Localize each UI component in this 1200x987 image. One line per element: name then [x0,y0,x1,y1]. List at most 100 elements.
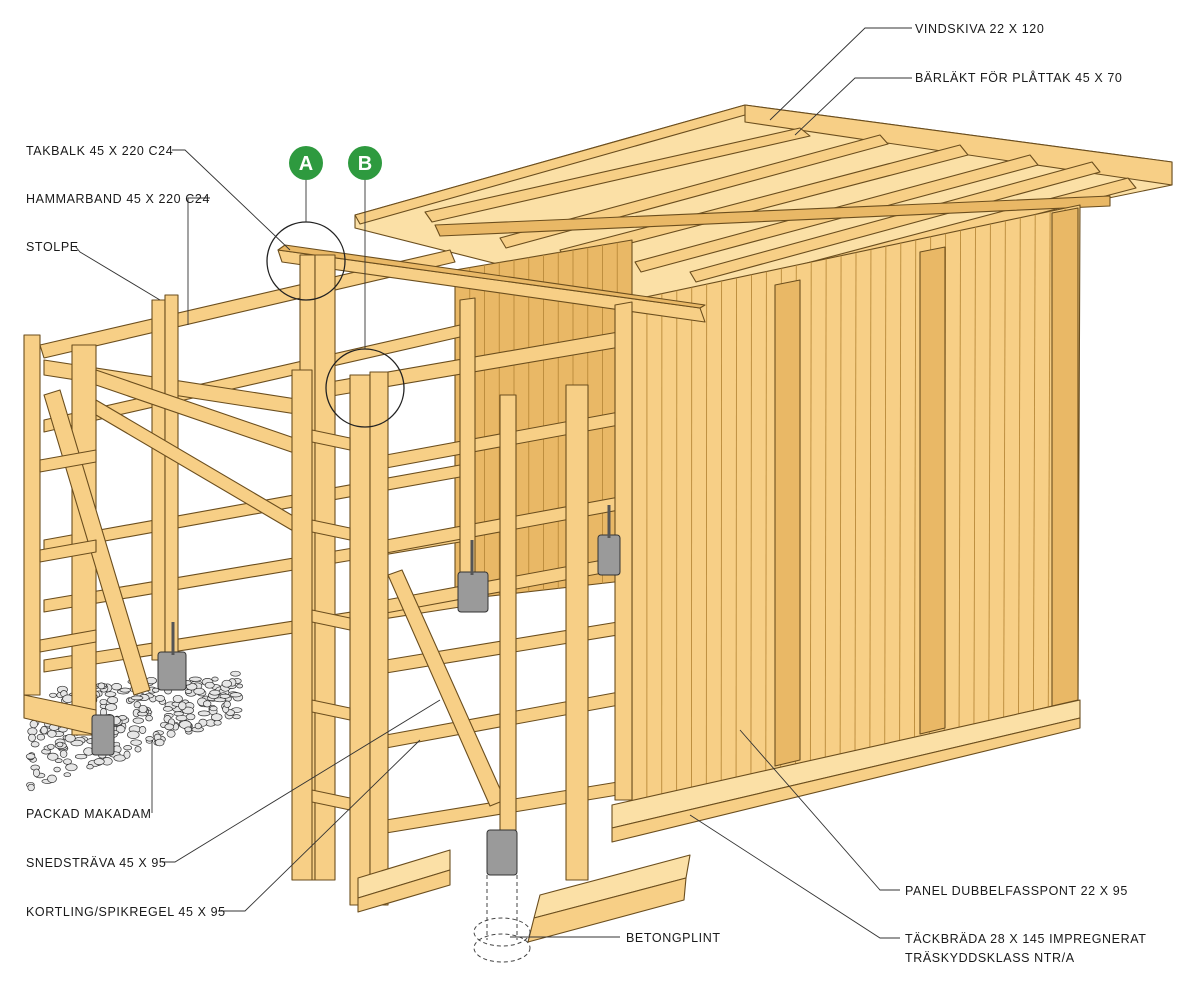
label-tackbrada-1: TÄCKBRÄDA 28 X 145 IMPREGNERAT [905,932,1146,946]
makadam-stone [134,746,142,753]
panel-board-seam [988,223,991,722]
cover-board [919,246,946,735]
panel-board-seam [854,252,857,753]
makadam-stone [221,679,232,688]
makadam-stone [184,726,192,733]
makadam-stone [56,741,64,748]
stolpe [499,394,517,831]
makadam-stone [107,696,119,704]
makadam-stone [213,720,222,726]
makadam-stone [30,741,40,748]
badge-a-text: A [299,153,313,175]
betongplint [91,714,115,756]
panel-board-seam [1003,220,1006,718]
makadam-stone [47,774,57,783]
makadam-stone [123,745,133,751]
cover-board [1051,207,1079,707]
makadam-stone [151,687,160,693]
makadam-stone [97,682,106,690]
stolpe [349,374,371,906]
makadam-stone [115,725,126,734]
rung [39,449,97,473]
label-tackbrada-2: TRÄSKYDDSKLASS NTR/A [905,951,1075,965]
panel-board-seam [809,261,812,764]
panel-board-seam [914,239,917,739]
label-barlakt: BÄRLÄKT FÖR PLÅTTAK 45 X 70 [915,70,1122,85]
barlakt-5 [689,161,1101,283]
makadam-stone [105,703,118,711]
makadam-stone [164,723,175,731]
betongplintar [91,505,621,963]
panel-board-seam [839,255,842,757]
barlakt-1 [424,127,811,223]
badge-b-text: B [358,153,372,175]
makadam-stone [74,753,88,760]
makadam-stone [54,758,63,763]
makadam-stone [209,705,218,712]
makadam-stone [27,783,35,792]
makadam-stone [119,687,131,693]
makadam-stone [36,733,46,741]
panel-board-seam [884,246,887,746]
makadam-stone [162,706,173,712]
right-wall [611,204,1081,843]
stolpe [151,299,166,661]
makadam-stone [166,729,176,738]
makadam-stone [138,704,148,714]
makadam-stone [123,750,131,759]
takbalk-top [277,244,706,309]
makadam-stone [104,691,117,698]
sill [357,869,451,913]
makadam-stone [223,700,231,708]
makadam-stone [133,701,141,709]
makadam-stone [194,722,202,730]
makadam-stone [132,717,144,724]
makadam-stone [47,743,55,750]
label-packad-makadam: PACKAD MAKADAM [26,807,152,821]
rung [311,699,351,721]
tackbrada-lower [611,717,1081,843]
rung [311,429,351,451]
label-panel: PANEL DUBBELFASSPONT 22 X 95 [905,884,1128,898]
badge-a [289,146,323,180]
label-kortling: KORTLING/SPIKREGEL 45 X 95 [26,905,226,919]
makadam-stone [236,683,244,689]
panel-board-seam [1032,214,1036,711]
makadam-stone [230,670,241,677]
badge-b [348,146,382,180]
makadam-stone [86,764,94,770]
makadam-stone [189,676,202,682]
makadam-stone [232,714,241,720]
label-vindskiva: VINDSKIVA 22 X 120 [915,22,1044,36]
makadam-stone [99,698,108,706]
makadam-stone [193,687,205,695]
makadam-stone [70,739,84,747]
stolpe [369,371,389,906]
frame [23,244,706,943]
rung [39,539,97,563]
makadam-stone [127,730,140,739]
makadam-stone [219,693,231,699]
panel-board-seam [899,242,902,743]
leader-lines [74,27,912,939]
roof-rafter [434,195,1111,237]
panel-board-seam [824,258,827,760]
panel-board-seam [958,230,961,729]
makadam-stone [145,736,154,742]
panel-board-seam [765,271,767,774]
betongplint [157,651,187,691]
makadam-stone [93,758,105,766]
makadam-stone [204,681,215,689]
makadam-stone [173,711,184,717]
betongplint [597,534,621,576]
panel-board-seam [973,227,976,725]
makadam-stone [138,726,147,734]
cover-board [774,279,801,767]
makadam-stone [53,766,61,773]
stolpe [23,334,41,696]
makadam-stone [25,753,36,760]
rung [311,609,351,631]
makadam-stone [229,692,242,698]
makadam-stone [59,749,68,758]
